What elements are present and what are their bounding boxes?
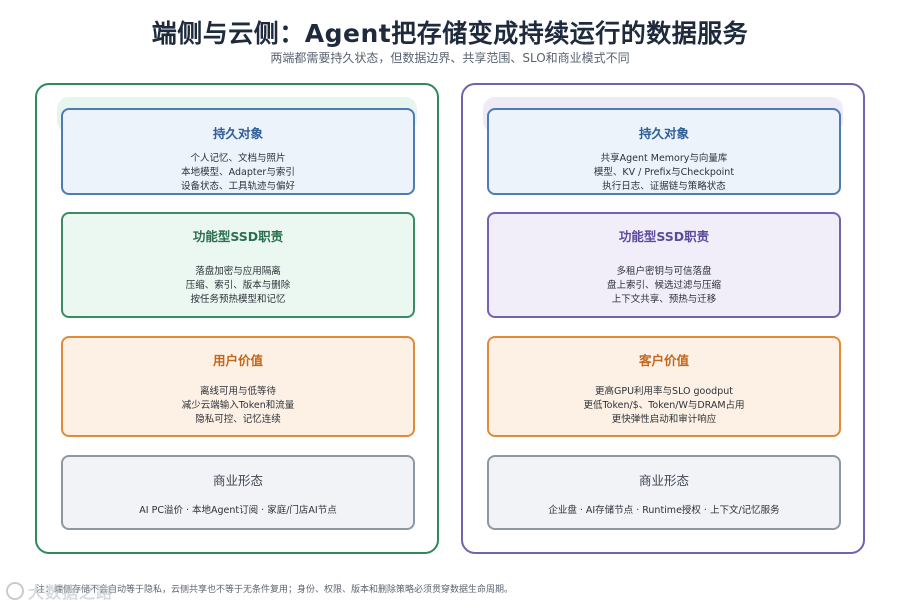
watermark-text: 大数据之路	[28, 583, 114, 602]
card-line: 上下文共享、预热与迁移	[611, 294, 717, 305]
business-model-card: 商业形态 AI PC溢价 · 本地Agent订阅 · 家庭/门店AI节点	[61, 455, 415, 530]
footnote: 注：端侧存储不会自动等于隐私，云侧共享也不等于无条件复用；身份、权限、版本和删除…	[36, 585, 514, 595]
card-line: 盘上索引、候选过滤与压缩	[606, 280, 721, 291]
card-line: 更快弹性启动和审计响应	[611, 414, 717, 425]
business-model-card: 商业形态 企业盘 · AI存储节点 · Runtime授权 · 上下文/记忆服务	[487, 455, 841, 530]
card-heading: 用户价值	[212, 353, 263, 368]
card-line: 设备状态、工具轨迹与偏好	[180, 181, 295, 192]
user-value-card: 用户价值 离线可用与低等待 减少云端输入Token和流量 隐私可控、记忆连续	[61, 336, 415, 437]
card-heading: 功能型SSD职责	[192, 229, 284, 244]
card-line: 模型、KV / Prefix与Checkpoint	[593, 167, 735, 178]
device-side-panel: 持久对象 个人记忆、文档与照片 本地模型、Adapter与索引 设备状态、工具轨…	[35, 83, 439, 554]
card-heading: 持久对象	[212, 126, 263, 141]
card-heading: 商业形态	[638, 473, 689, 488]
ssd-duties-card: 功能型SSD职责 多租户密钥与可信落盘 盘上索引、候选过滤与压缩 上下文共享、预…	[487, 212, 841, 318]
card-line: 个人记忆、文档与照片	[190, 153, 286, 164]
card-heading: 客户价值	[638, 353, 689, 368]
card-line: 落盘加密与应用隔离	[195, 266, 281, 277]
card-line: 多租户密钥与可信落盘	[616, 266, 712, 277]
customer-value-card: 客户价值 更高GPU利用率与SLO goodput 更低Token/$、Toke…	[487, 336, 841, 437]
card-line: 本地模型、Adapter与索引	[181, 167, 295, 178]
card-heading: 功能型SSD职责	[618, 229, 710, 244]
page-subtitle: 两端都需要持久状态，但数据边界、共享范围、SLO和商业模式不同	[270, 51, 630, 65]
page-title: 端侧与云侧：Agent把存储变成持续运行的数据服务	[151, 19, 749, 48]
card-line: 减少云端输入Token和流量	[181, 400, 295, 411]
card-line: 离线可用与低等待	[199, 386, 276, 397]
persistent-objects-card: 持久对象 共享Agent Memory与向量库 模型、KV / Prefix与C…	[487, 108, 841, 195]
card-line: 更低Token/$、Token/W与DRAM占用	[583, 400, 745, 411]
card-heading: 持久对象	[638, 126, 689, 141]
card-line: 按任务预热模型和记忆	[190, 294, 286, 305]
card-line: 执行日志、证据链与策略状态	[602, 181, 726, 192]
watermark: 大数据之路	[6, 578, 126, 604]
card-heading: 商业形态	[212, 473, 263, 488]
ssd-duties-card: 功能型SSD职责 落盘加密与应用隔离 压缩、索引、版本与删除 按任务预热模型和记…	[61, 212, 415, 318]
card-line: 企业盘 · AI存储节点 · Runtime授权 · 上下文/记忆服务	[548, 505, 780, 516]
card-line: 隐私可控、记忆连续	[195, 414, 281, 425]
card-line: 压缩、索引、版本与删除	[185, 280, 291, 291]
card-line: 更高GPU利用率与SLO goodput	[595, 386, 733, 397]
watermark-logo-icon	[6, 582, 24, 600]
card-line: 共享Agent Memory与向量库	[600, 153, 728, 164]
card-line: AI PC溢价 · 本地Agent订阅 · 家庭/门店AI节点	[139, 505, 337, 516]
persistent-objects-card: 持久对象 个人记忆、文档与照片 本地模型、Adapter与索引 设备状态、工具轨…	[61, 108, 415, 195]
cloud-side-panel: 持久对象 共享Agent Memory与向量库 模型、KV / Prefix与C…	[461, 83, 865, 554]
